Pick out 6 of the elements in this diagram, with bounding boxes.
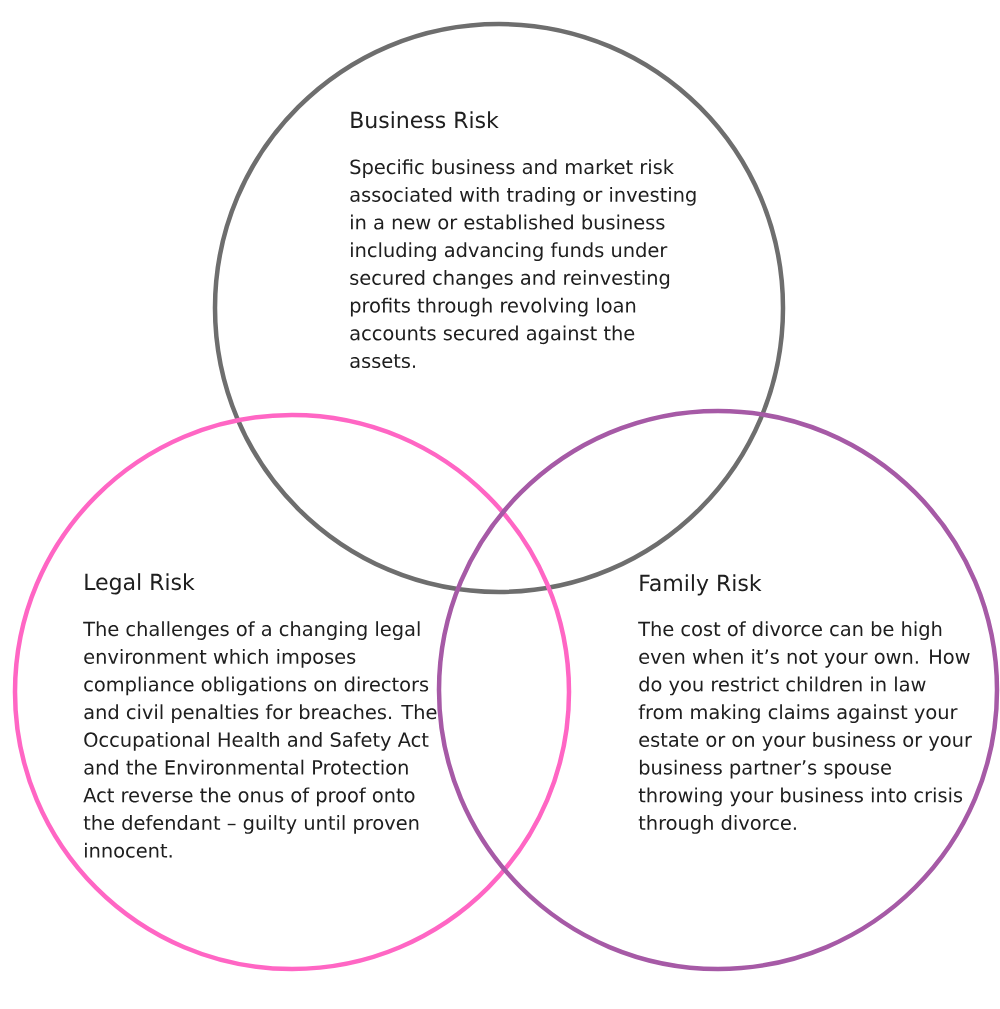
circle-text: The cost of divorce can be high even when it’s not your own. How do you restrict children in law from making claims against your estate or on your business or your business partner’s spouse throwing your business into crisis through divorce. — [638, 621, 972, 834]
circle-text: Specific business and market risk associated with trading or investing in a new or established business including advancing funds under secured changes and reinvesting profits through revolving loan accounts secured against the assets. — [350, 159, 696, 369]
circle-heading: Family Risk — [640, 574, 762, 596]
circle-heading: Legal Risk — [85, 573, 195, 595]
circle-text: The challenges of a changing legal environment which imposes compliance obligations on directors and civil penalties for breaches. The Occupational Health and Safety Act and the Environmental Protection Act reverse the onus of proof onto the defendant – guilty until proven innocent. — [83, 621, 437, 858]
circle-heading: Business Risk — [351, 111, 499, 129]
